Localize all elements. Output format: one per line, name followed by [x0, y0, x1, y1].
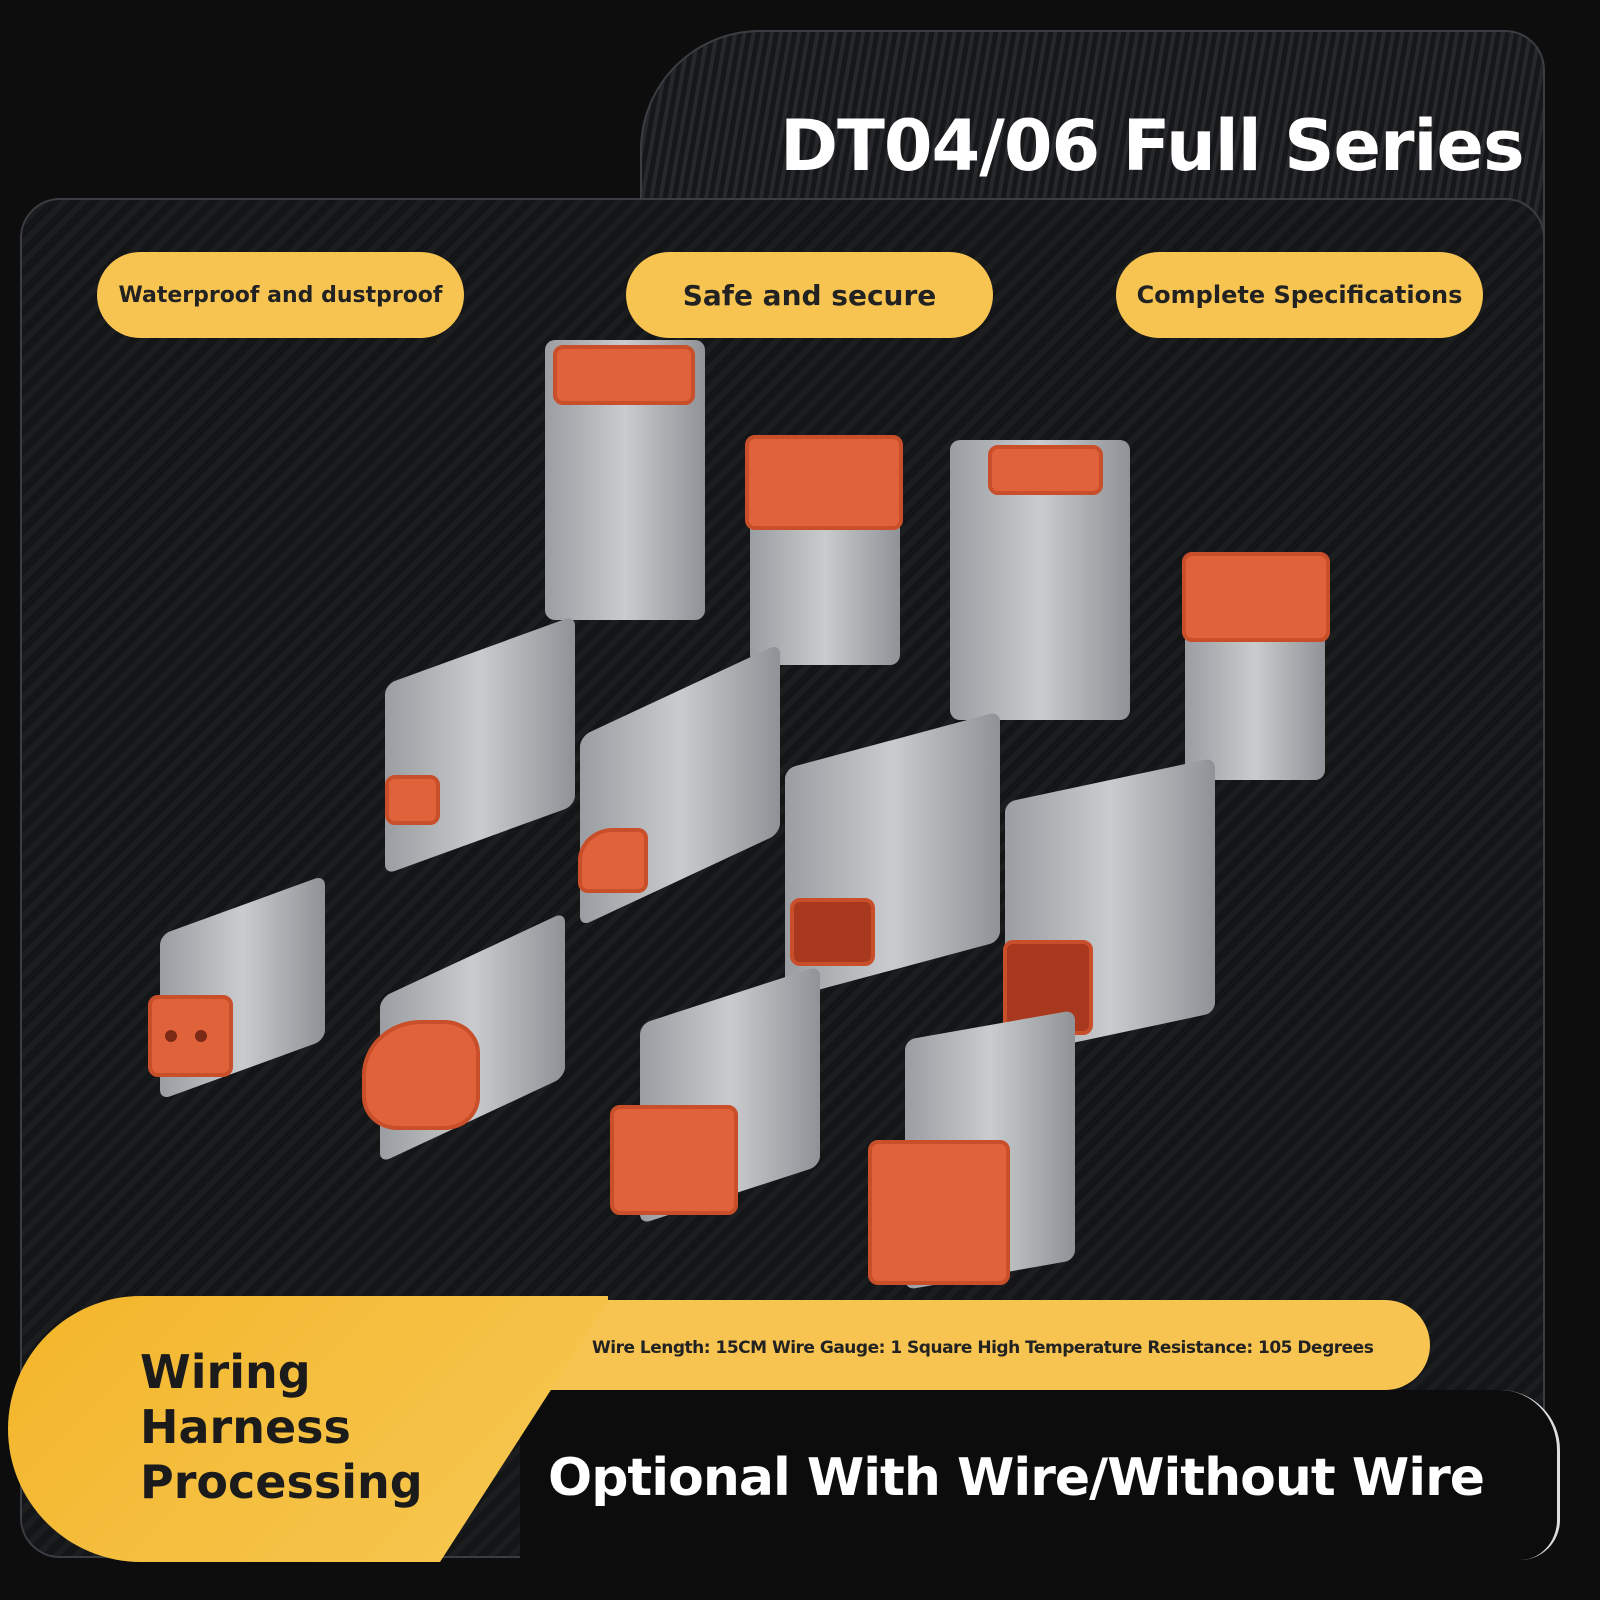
feature-badge-specs: Complete Specifications	[1116, 252, 1483, 338]
option-text: Optional With Wire/Without Wire	[548, 1448, 1485, 1508]
wiring-heading: Wiring Harness Processing	[140, 1345, 423, 1510]
option-banner	[520, 1390, 1560, 1560]
wiring-line-3: Processing	[140, 1455, 423, 1509]
spec-text: Wire Length: 15CM Wire Gauge: 1 Square H…	[592, 1338, 1374, 1358]
wiring-line-1: Wiring	[140, 1345, 311, 1399]
feature-badge-waterproof: Waterproof and dustproof	[97, 252, 464, 338]
feature-badge-safe: Safe and secure	[626, 252, 993, 338]
spec-band: Wire Length: 15CM Wire Gauge: 1 Square H…	[540, 1300, 1430, 1390]
page-title: DT04/06 Full Series	[780, 105, 1525, 187]
wiring-line-2: Harness	[140, 1400, 351, 1454]
